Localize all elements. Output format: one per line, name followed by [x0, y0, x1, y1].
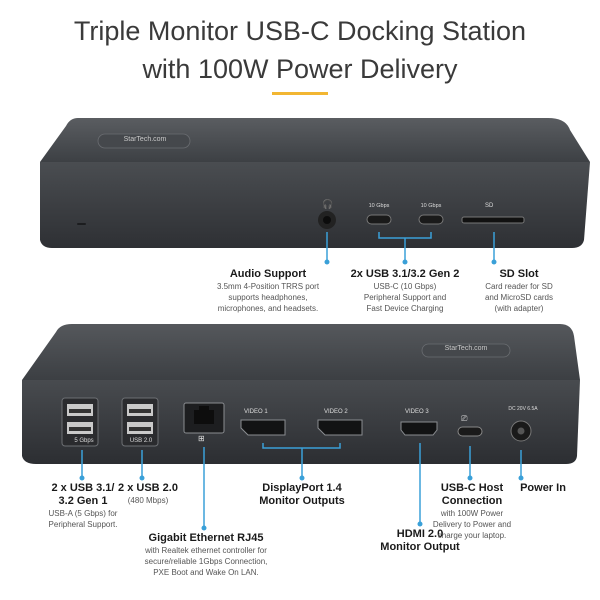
page-title-line1: Triple Monitor USB-C Docking Station	[73, 16, 527, 46]
callout-usbc-host: USB-C Host Connection with 100W Power De…	[424, 482, 520, 541]
callout-hdmi-title1: HDMI 2.0	[396, 528, 444, 540]
video1-label: VIDEO 1	[244, 409, 268, 415]
usb-a-speed-label: 5 Gbps	[74, 438, 94, 444]
callout-sd: SD Slot Card reader for SD and MicroSD c…	[474, 268, 564, 314]
callout-sd-desc2: and MicroSD cards	[484, 293, 554, 302]
callout-usb-gen1-title1: 2 x USB 3.1/	[51, 482, 115, 494]
title-underline	[272, 92, 328, 95]
callout-usb-gen1-desc1: USB-A (5 Gbps) for	[48, 509, 118, 518]
callout-power-title: Power In	[520, 482, 566, 494]
brand-logo-top: StarTech.com	[123, 136, 167, 143]
callout-displayport: DisplayPort 1.4 Monitor Outputs	[246, 482, 358, 508]
callout-usb-gen2-desc3: Fast Device Charging	[366, 304, 444, 313]
usbc-right-speed-label: 10 Gbps	[420, 203, 442, 209]
callout-sd-desc3: (with adapter)	[494, 304, 544, 313]
callout-usbc-host-desc3: charge your laptop.	[437, 531, 507, 540]
callout-usbc-host-title1: USB-C Host	[440, 482, 504, 494]
callout-sd-title: SD Slot	[499, 268, 539, 280]
callout-usbc-host-desc1: with 100W Power	[440, 509, 504, 518]
usbc-left-speed-label: 10 Gbps	[368, 203, 390, 209]
callout-usbc-host-title2: Connection	[441, 495, 503, 507]
callout-audio: Audio Support 3.5mm 4-Position TRRS port…	[206, 268, 330, 314]
headphone-icon: 🎧	[322, 199, 334, 209]
page-title-line2: with 100W Power Delivery	[142, 54, 458, 84]
callout-ethernet-desc2: secure/reliable 1Gbps Connection,	[144, 557, 268, 566]
callout-usb2-title: 2 x USB 2.0	[118, 482, 178, 494]
callout-usb-gen2-title: 2x USB 3.1/3.2 Gen 2	[350, 268, 460, 280]
callout-ethernet: Gigabit Ethernet RJ45 with Realtek ether…	[132, 532, 280, 578]
video2-label: VIDEO 2	[324, 409, 348, 415]
callout-hdmi: HDMI 2.0 Monitor Output	[366, 528, 474, 554]
callout-displayport-title2: Monitor Outputs	[259, 495, 345, 507]
callout-audio-title: Audio Support	[229, 268, 307, 280]
callout-usb-gen1-title2: 3.2 Gen 1	[58, 495, 108, 507]
callout-usb-gen2: 2x USB 3.1/3.2 Gen 2 USB-C (10 Gbps) Per…	[345, 268, 465, 314]
callout-hdmi-title2: Monitor Output	[380, 541, 460, 553]
callout-audio-desc1: 3.5mm 4-Position TRRS port	[216, 282, 320, 291]
callout-audio-desc3: microphones, and headsets.	[217, 304, 319, 313]
callout-usb-gen2-desc2: Peripheral Support and	[363, 293, 447, 302]
callout-audio-desc2: supports headphones,	[228, 293, 308, 302]
video3-label: VIDEO 3	[405, 409, 429, 415]
callout-usb-gen1: 2 x USB 3.1/ 3.2 Gen 1 USB-A (5 Gbps) fo…	[24, 482, 142, 530]
callout-ethernet-title: Gigabit Ethernet RJ45	[148, 532, 264, 544]
laptop-icon: ⎚	[461, 414, 468, 423]
callout-usb2: 2 x USB 2.0 (480 Mbps)	[110, 482, 186, 506]
callout-usb-gen1-desc2: Peripheral Support.	[48, 520, 118, 529]
dc-power-label: DC 20V 6.5A	[508, 406, 538, 412]
sd-slot-label: SD	[485, 203, 494, 209]
callout-ethernet-desc3: PXE Boot and Wake On LAN.	[153, 568, 259, 577]
dock-rear-view	[22, 324, 580, 464]
dock-front-view	[40, 118, 590, 248]
network-icon: ⊞	[198, 434, 205, 443]
callout-sd-desc1: Card reader for SD	[485, 282, 553, 291]
callout-displayport-title1: DisplayPort 1.4	[262, 482, 342, 494]
callout-usb-gen2-desc1: USB-C (10 Gbps)	[373, 282, 437, 291]
usb2-port-label: USB 2.0	[129, 438, 153, 444]
callout-usb2-desc: (480 Mbps)	[127, 496, 169, 505]
brand-logo-bottom: StarTech.com	[444, 345, 488, 352]
callout-usbc-host-desc2: Delivery to Power and	[432, 520, 512, 529]
callout-ethernet-desc1: with Realtek ethernet controller for	[145, 546, 267, 555]
callout-power: Power In	[508, 482, 578, 495]
